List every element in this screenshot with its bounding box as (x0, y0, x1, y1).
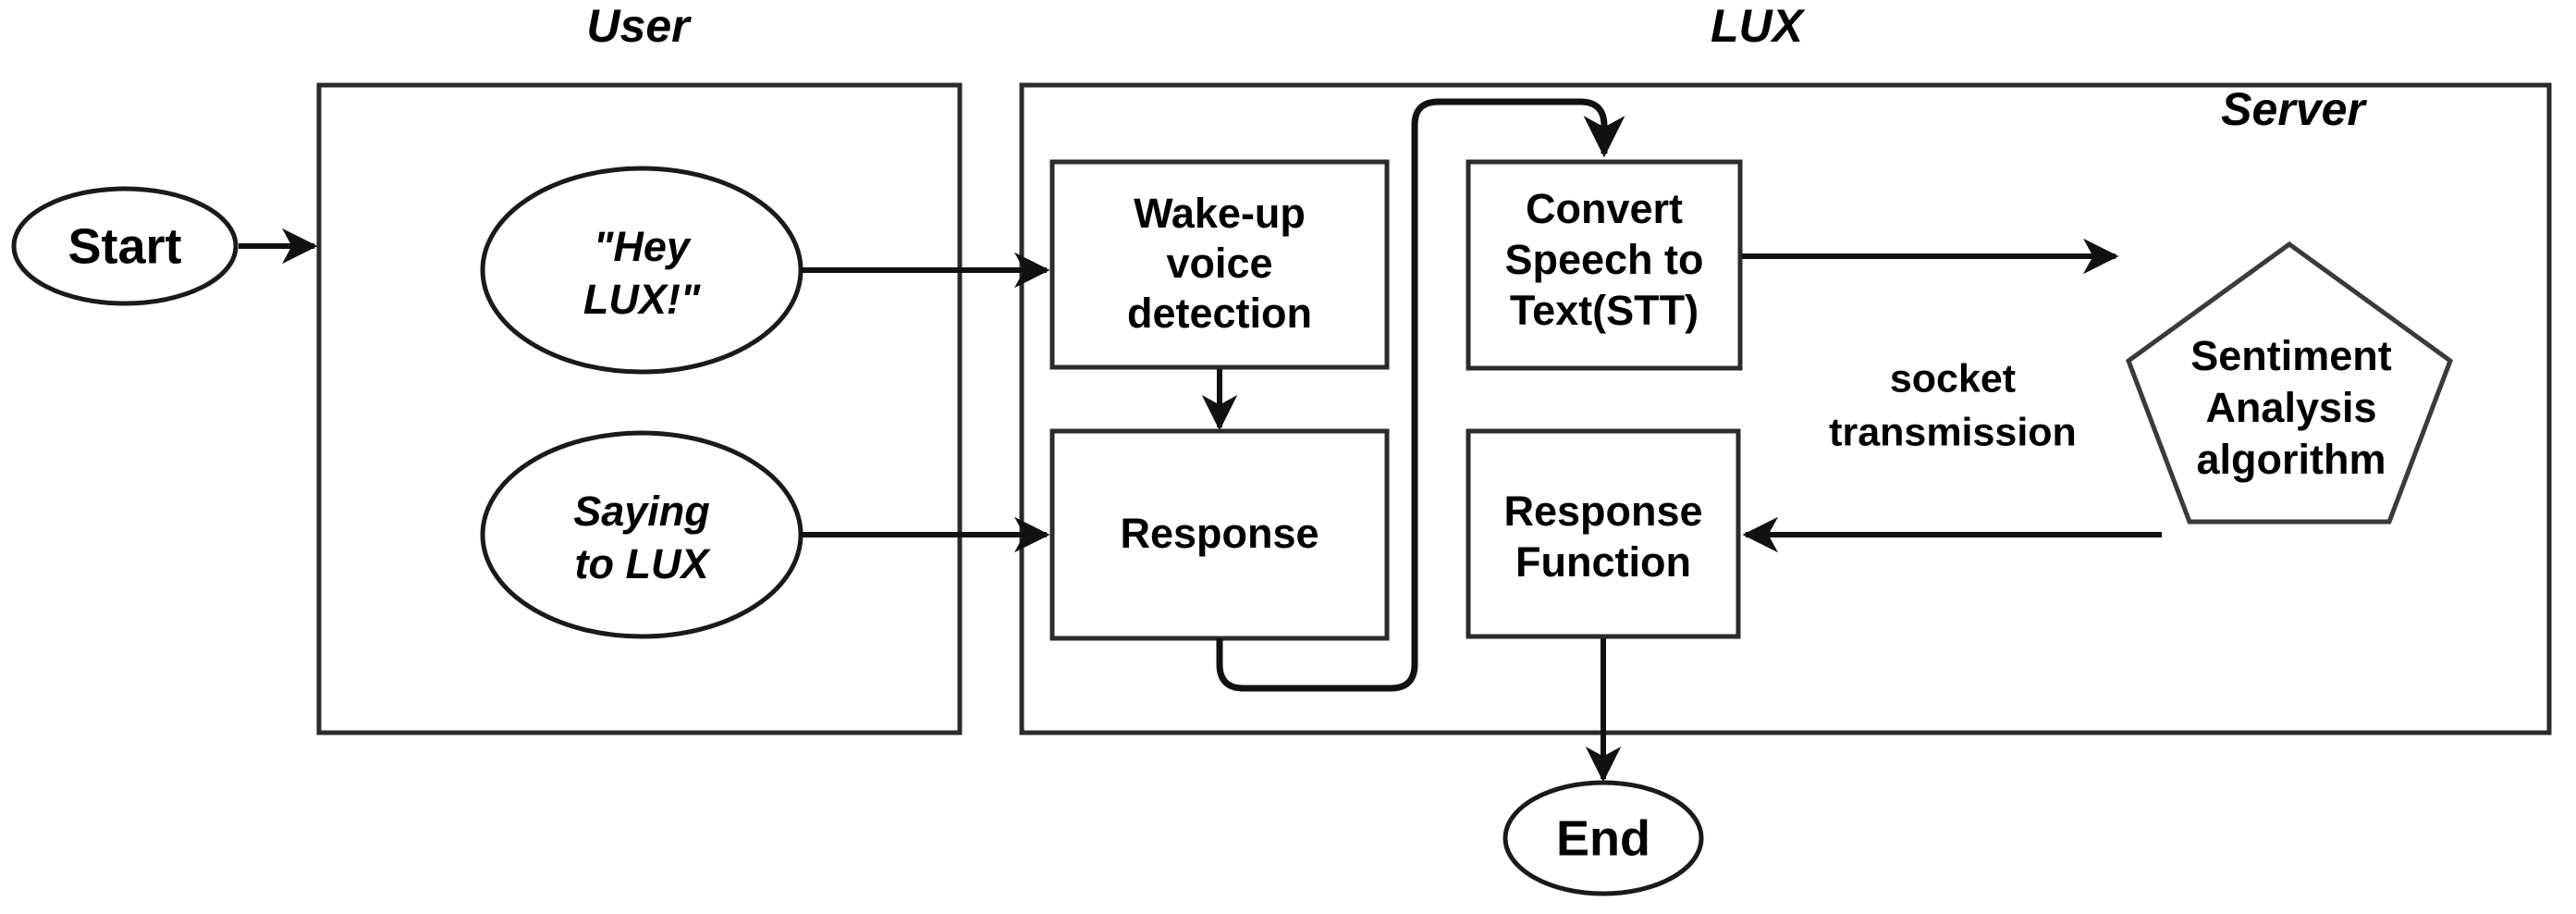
process-convert-label-line2: Speech to (1504, 236, 1703, 283)
process-response-function-label-line1: Response (1503, 488, 1702, 535)
terminator-end-label: End (1556, 810, 1650, 866)
process-response-function-label-line2: Function (1515, 538, 1691, 586)
bubble-saying-to-lux-label-line2: to LUX (575, 540, 712, 587)
edge-label-socket-transmission-line1: socket (1890, 356, 2016, 401)
lane-title-lux: LUX (1711, 0, 1806, 52)
process-wake-up-label-line3: detection (1127, 290, 1312, 337)
lane-title-user: User (586, 0, 692, 52)
terminator-start (11, 186, 239, 306)
lane-container-user (316, 82, 963, 735)
edge-label-socket-transmission-line2: transmission (1829, 410, 2077, 454)
process-wake-up-voice-detection (1049, 159, 1390, 370)
process-response-label: Response (1120, 510, 1319, 557)
process-convert-label-line3: Text(STT) (1510, 287, 1699, 334)
bubble-saying-to-lux-label-line1: Saying (573, 488, 710, 535)
process-convert-speech-to-text (1466, 159, 1743, 371)
edge-response-loop-to-convert-speech (1216, 98, 1625, 692)
sentiment-analysis-label-line1: Sentiment (2190, 332, 2392, 379)
process-response-function (1466, 428, 1741, 639)
bubble-hey-lux-label-line1: "Hey (594, 223, 692, 270)
process-wake-up-label-line1: Wake-up (1134, 190, 1306, 237)
process-convert-label-line1: Convert (1526, 185, 1683, 232)
terminator-start-label: Start (67, 218, 181, 274)
bubble-saying-to-lux (480, 430, 803, 639)
group-title-server: Server (2221, 83, 2367, 135)
terminator-end (1503, 780, 1704, 896)
lane-container-lux (1019, 82, 2552, 735)
bubble-hey-lux (480, 166, 803, 375)
process-wake-up-label-line2: voice (1166, 240, 1272, 287)
process-response (1049, 428, 1390, 641)
bubble-hey-lux-label-line2: LUX!" (583, 276, 701, 323)
sentiment-analysis-label-line3: algorithm (2196, 436, 2386, 483)
sentiment-analysis-label-line2: Analysis (2205, 384, 2376, 431)
shape-sentiment-analysis-algorithm (2125, 241, 2454, 525)
